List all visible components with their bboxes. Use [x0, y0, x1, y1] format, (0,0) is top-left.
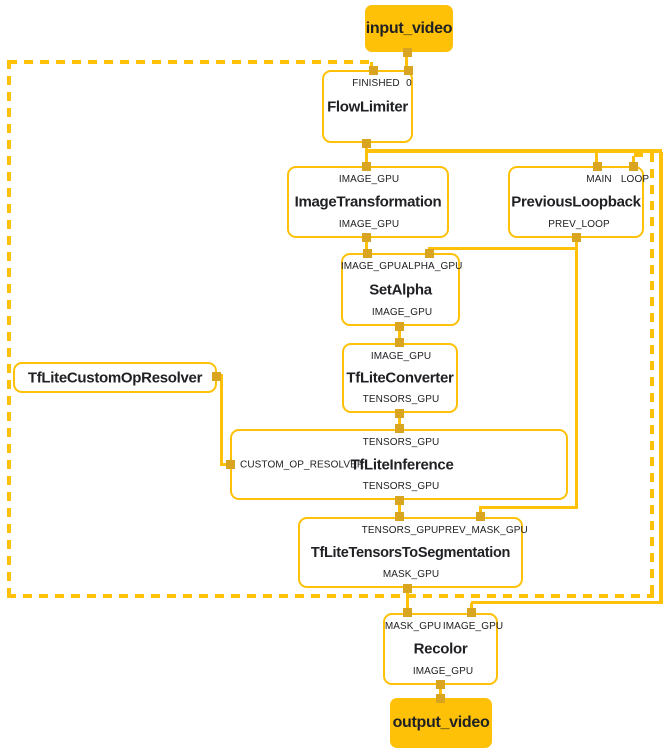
- edge-flowlimiter-trunk-h: [365, 149, 662, 153]
- port-segmentation-prevmask[interactable]: [476, 512, 485, 521]
- port-label-tensors-gpu-in: TENSORS_GPU: [362, 437, 440, 448]
- port-tfliteinference-in[interactable]: [395, 424, 404, 433]
- node-tflite-tensors-to-segmentation[interactable]: TENSORS_GPU PREV_MASK_GPU TfLiteTensorsT…: [298, 517, 528, 588]
- port-label-prev-mask-gpu: PREV_MASK_GPU: [438, 525, 528, 536]
- port-label-alpha-gpu: ALPHA_GPU: [401, 261, 463, 272]
- node-title: TfLiteTensorsToSegmentation: [310, 544, 511, 561]
- port-label-tensors-gpu: TENSORS_GPU: [361, 525, 439, 536]
- port-imagetransformation-in[interactable]: [362, 162, 371, 171]
- port-recolor-image[interactable]: [467, 608, 476, 617]
- port-label-image-gpu: IMAGE_GPU: [370, 351, 432, 362]
- edge-resolver-to-inference-h: [220, 463, 230, 466]
- port-flowlimiter-finished[interactable]: [369, 66, 378, 75]
- port-label-zero: 0: [406, 78, 412, 89]
- backedge-right-v: [650, 153, 654, 597]
- edge-inputvideo-to-flowlimiter: [405, 52, 408, 70]
- node-image-transformation[interactable]: IMAGE_GPU ImageTransformation IMAGE_GPU: [287, 166, 449, 238]
- port-label-image-gpu-in: IMAGE_GPU: [338, 174, 400, 185]
- port-tfliteconverter-out[interactable]: [395, 409, 404, 418]
- node-tflite-converter[interactable]: IMAGE_GPU TfLiteConverter TENSORS_GPU: [342, 343, 458, 413]
- port-label-main: MAIN: [586, 174, 612, 185]
- port-setalpha-out[interactable]: [395, 322, 404, 331]
- node-flow-limiter[interactable]: FINISHED 0 FlowLimiter: [322, 70, 413, 143]
- edge-converter-to-inference: [398, 413, 401, 429]
- node-title: PreviousLoopback: [511, 193, 641, 211]
- port-recolor-out[interactable]: [436, 680, 445, 689]
- edge-loop-stub-v: [632, 156, 635, 163]
- edge-prevloop-to-prevmask-h: [479, 506, 578, 509]
- port-segmentation-mask[interactable]: [403, 584, 412, 593]
- port-label-image-gpu-out: IMAGE_GPU: [338, 219, 400, 230]
- node-input-video[interactable]: input_video: [365, 5, 453, 52]
- port-label-finished: FINISHED: [352, 78, 400, 89]
- edge-prevloop-to-alpha-h: [428, 247, 578, 250]
- edge-setalpha-to-converter: [398, 326, 401, 343]
- port-label-image-gpu: IMAGE_GPU: [340, 261, 402, 272]
- port-inputvideo-out[interactable]: [403, 48, 412, 57]
- node-title: output_video: [392, 714, 490, 731]
- node-title: ImageTransformation: [294, 193, 442, 211]
- node-title: FlowLimiter: [327, 98, 408, 115]
- port-flowlimiter-zero[interactable]: [404, 66, 413, 75]
- node-recolor[interactable]: MASK_GPU IMAGE_GPU Recolor IMAGE_GPU: [383, 613, 503, 685]
- port-segmentation-tensors[interactable]: [395, 512, 404, 521]
- node-title: SetAlpha: [369, 281, 432, 298]
- edge-trunk-to-main-v: [595, 152, 598, 166]
- port-label-tensors-gpu-out: TENSORS_GPU: [362, 481, 440, 492]
- port-recolor-mask[interactable]: [403, 608, 412, 617]
- port-tfliteinference-resolver[interactable]: [226, 460, 235, 469]
- edge-segmentation-to-recolor: [406, 588, 409, 613]
- node-set-alpha[interactable]: IMAGE_GPU ALPHA_GPU SetAlpha IMAGE_GPU: [340, 253, 463, 326]
- port-tfliteinference-out[interactable]: [395, 496, 404, 505]
- port-label-custom-op-resolver: CUSTOM_OP_RESOLVER: [240, 459, 365, 470]
- edge-recolor-to-outputvideo: [439, 685, 442, 698]
- edge-backedge-to-finished-stub: [370, 62, 373, 68]
- backedge-left-v: [7, 60, 11, 598]
- backedge-loop-corner-h: [634, 153, 654, 157]
- port-setalpha-image[interactable]: [363, 249, 372, 258]
- edge-resolver-down-v: [220, 374, 223, 466]
- port-label-loop: LOOP: [620, 174, 650, 185]
- port-tfliteconverter-in[interactable]: [395, 338, 404, 347]
- backedge-top-h: [8, 60, 370, 64]
- port-label-mask-gpu: MASK_GPU: [382, 569, 440, 580]
- port-outputvideo-in[interactable]: [436, 694, 445, 703]
- port-label-prev-loop: PREV_LOOP: [548, 219, 610, 230]
- port-imagetransformation-out[interactable]: [362, 233, 371, 242]
- edge-right-to-recolor-h: [471, 601, 663, 604]
- node-title: input_video: [365, 19, 453, 37]
- edge-prevloop-down-v: [575, 238, 578, 509]
- node-output-video[interactable]: output_video: [390, 698, 492, 748]
- node-title: Recolor: [413, 640, 468, 658]
- port-setalpha-alpha[interactable]: [425, 249, 434, 258]
- edge-inference-to-segmentation: [398, 500, 401, 517]
- port-resolver-out[interactable]: [212, 372, 221, 381]
- port-flowlimiter-out[interactable]: [362, 139, 371, 148]
- backedge-bottom-h: [7, 594, 654, 598]
- edge-imagetransformation-to-setalpha: [365, 238, 368, 253]
- node-tflite-custom-op-resolver[interactable]: TfLiteCustomOpResolver: [13, 362, 217, 393]
- port-previousloopback-loop[interactable]: [629, 162, 638, 171]
- edge-trunk-right-v: [659, 152, 663, 604]
- port-label-image-gpu-out: IMAGE_GPU: [412, 666, 474, 677]
- node-title: TfLiteInference: [350, 456, 454, 473]
- port-previousloopback-main[interactable]: [593, 162, 602, 171]
- port-label-image-gpu: IMAGE_GPU: [442, 621, 504, 632]
- port-label-tensors-gpu: TENSORS_GPU: [362, 394, 440, 405]
- port-label-mask-gpu: MASK_GPU: [384, 621, 442, 632]
- node-title: TfLiteCustomOpResolver: [27, 369, 203, 386]
- edge-flowlimiter-out-v: [365, 143, 368, 166]
- port-label-image-gpu-out: IMAGE_GPU: [371, 307, 433, 318]
- node-title: TfLiteConverter: [346, 369, 454, 387]
- port-previousloopback-prevloop[interactable]: [572, 233, 581, 242]
- node-tflite-inference[interactable]: TENSORS_GPU CUSTOM_OP_RESOLVER TfLiteInf…: [230, 429, 568, 500]
- node-previous-loopback[interactable]: MAIN LOOP PreviousLoopback PREV_LOOP: [508, 166, 649, 238]
